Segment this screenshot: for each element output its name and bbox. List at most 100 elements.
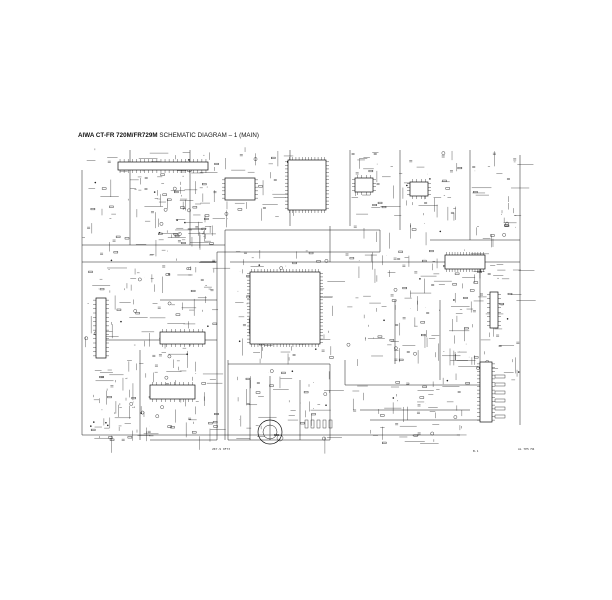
terminal-block [494,374,506,379]
resistor [445,187,450,190]
resistor [372,204,377,207]
resistor [457,167,463,170]
junction-dot [186,353,188,355]
resistor [116,308,122,311]
transistor [133,309,138,313]
transistor [187,208,191,213]
transistor [441,151,446,155]
resistor [173,233,178,236]
wire-layer [81,147,536,454]
transistor [323,392,328,396]
junction-dot [105,421,107,424]
footer-left-code: 2K7·9 9F73 [212,447,231,451]
resistor [473,356,479,359]
resistor [131,397,136,400]
transistor [160,405,164,409]
model-name: AIWA CT-FR 720M/FR729M [78,132,158,139]
transistor [224,212,229,216]
motor-inner [262,424,278,440]
resistor [212,322,218,325]
junction-dot [158,231,161,234]
junction-dot [258,264,261,266]
resistor [421,334,426,337]
transistor [140,410,145,415]
transistor [167,301,172,306]
resistor [255,391,261,394]
diagram-title: AIWA CT-FR 720M/FR729M SCHEMATIC DIAGRAM… [78,132,259,139]
resistor [181,242,186,245]
resistor [201,382,206,385]
resistor [204,214,210,217]
junction-dot [406,184,408,187]
diode-bank-element [310,419,315,429]
junction-dot [94,181,97,184]
resistor [245,377,251,380]
resistor [504,224,510,227]
resistor [167,198,172,201]
resistor [135,312,140,315]
resistor [454,272,460,275]
resistor [398,250,403,253]
footer-right-code: AL 7E5 M4 [518,447,535,451]
regulator-ic [149,384,196,400]
resistor [391,299,397,302]
resistor [269,384,274,387]
junction-dot [419,278,421,280]
resistor [88,270,93,273]
resistor [395,381,400,384]
transistor [453,415,458,419]
resistor [109,205,114,208]
resistor [214,162,219,165]
motor-bearing [276,434,284,442]
resistor [99,288,105,291]
transistor [413,351,417,356]
resistor [192,431,197,434]
resistor [420,321,425,324]
resistor [382,441,387,444]
resistor [99,376,104,379]
resistor [175,313,181,316]
resistor [303,391,309,394]
transistor [138,277,142,282]
diode-bank-element [322,419,327,429]
resistor [190,289,196,292]
resistor [271,156,276,159]
resistor [308,252,314,255]
resistor [368,170,374,173]
transistor [167,354,172,359]
transistor [324,259,329,263]
resistor [127,436,133,439]
junction-dot [110,259,113,262]
junction-dot [107,424,109,427]
junction-dot [188,159,190,161]
terminal-block [494,414,506,419]
resistor [180,206,185,209]
resistor [237,208,243,211]
junction-dot [325,404,327,407]
terminal-block [494,382,506,387]
transistor [84,336,89,341]
junction-dot [517,371,520,373]
resistor [162,193,167,196]
motor-symbol [257,419,283,445]
resistor [300,422,305,425]
transistor [155,414,160,418]
resistor [349,257,355,260]
resistor [473,281,479,284]
terminal-block [494,398,506,403]
resistor [377,335,383,338]
resistor [311,413,316,416]
resistor [212,421,218,424]
resistor [186,267,192,270]
resistor [213,425,218,428]
input-connector [95,297,107,359]
transistor [253,157,258,161]
junction-dot [90,425,92,427]
resistor [108,436,113,439]
resistor [107,396,112,399]
resistor [208,422,213,425]
resistor [201,227,207,230]
junction-dot [506,318,509,320]
transistor [163,208,168,212]
resistor [170,426,175,429]
